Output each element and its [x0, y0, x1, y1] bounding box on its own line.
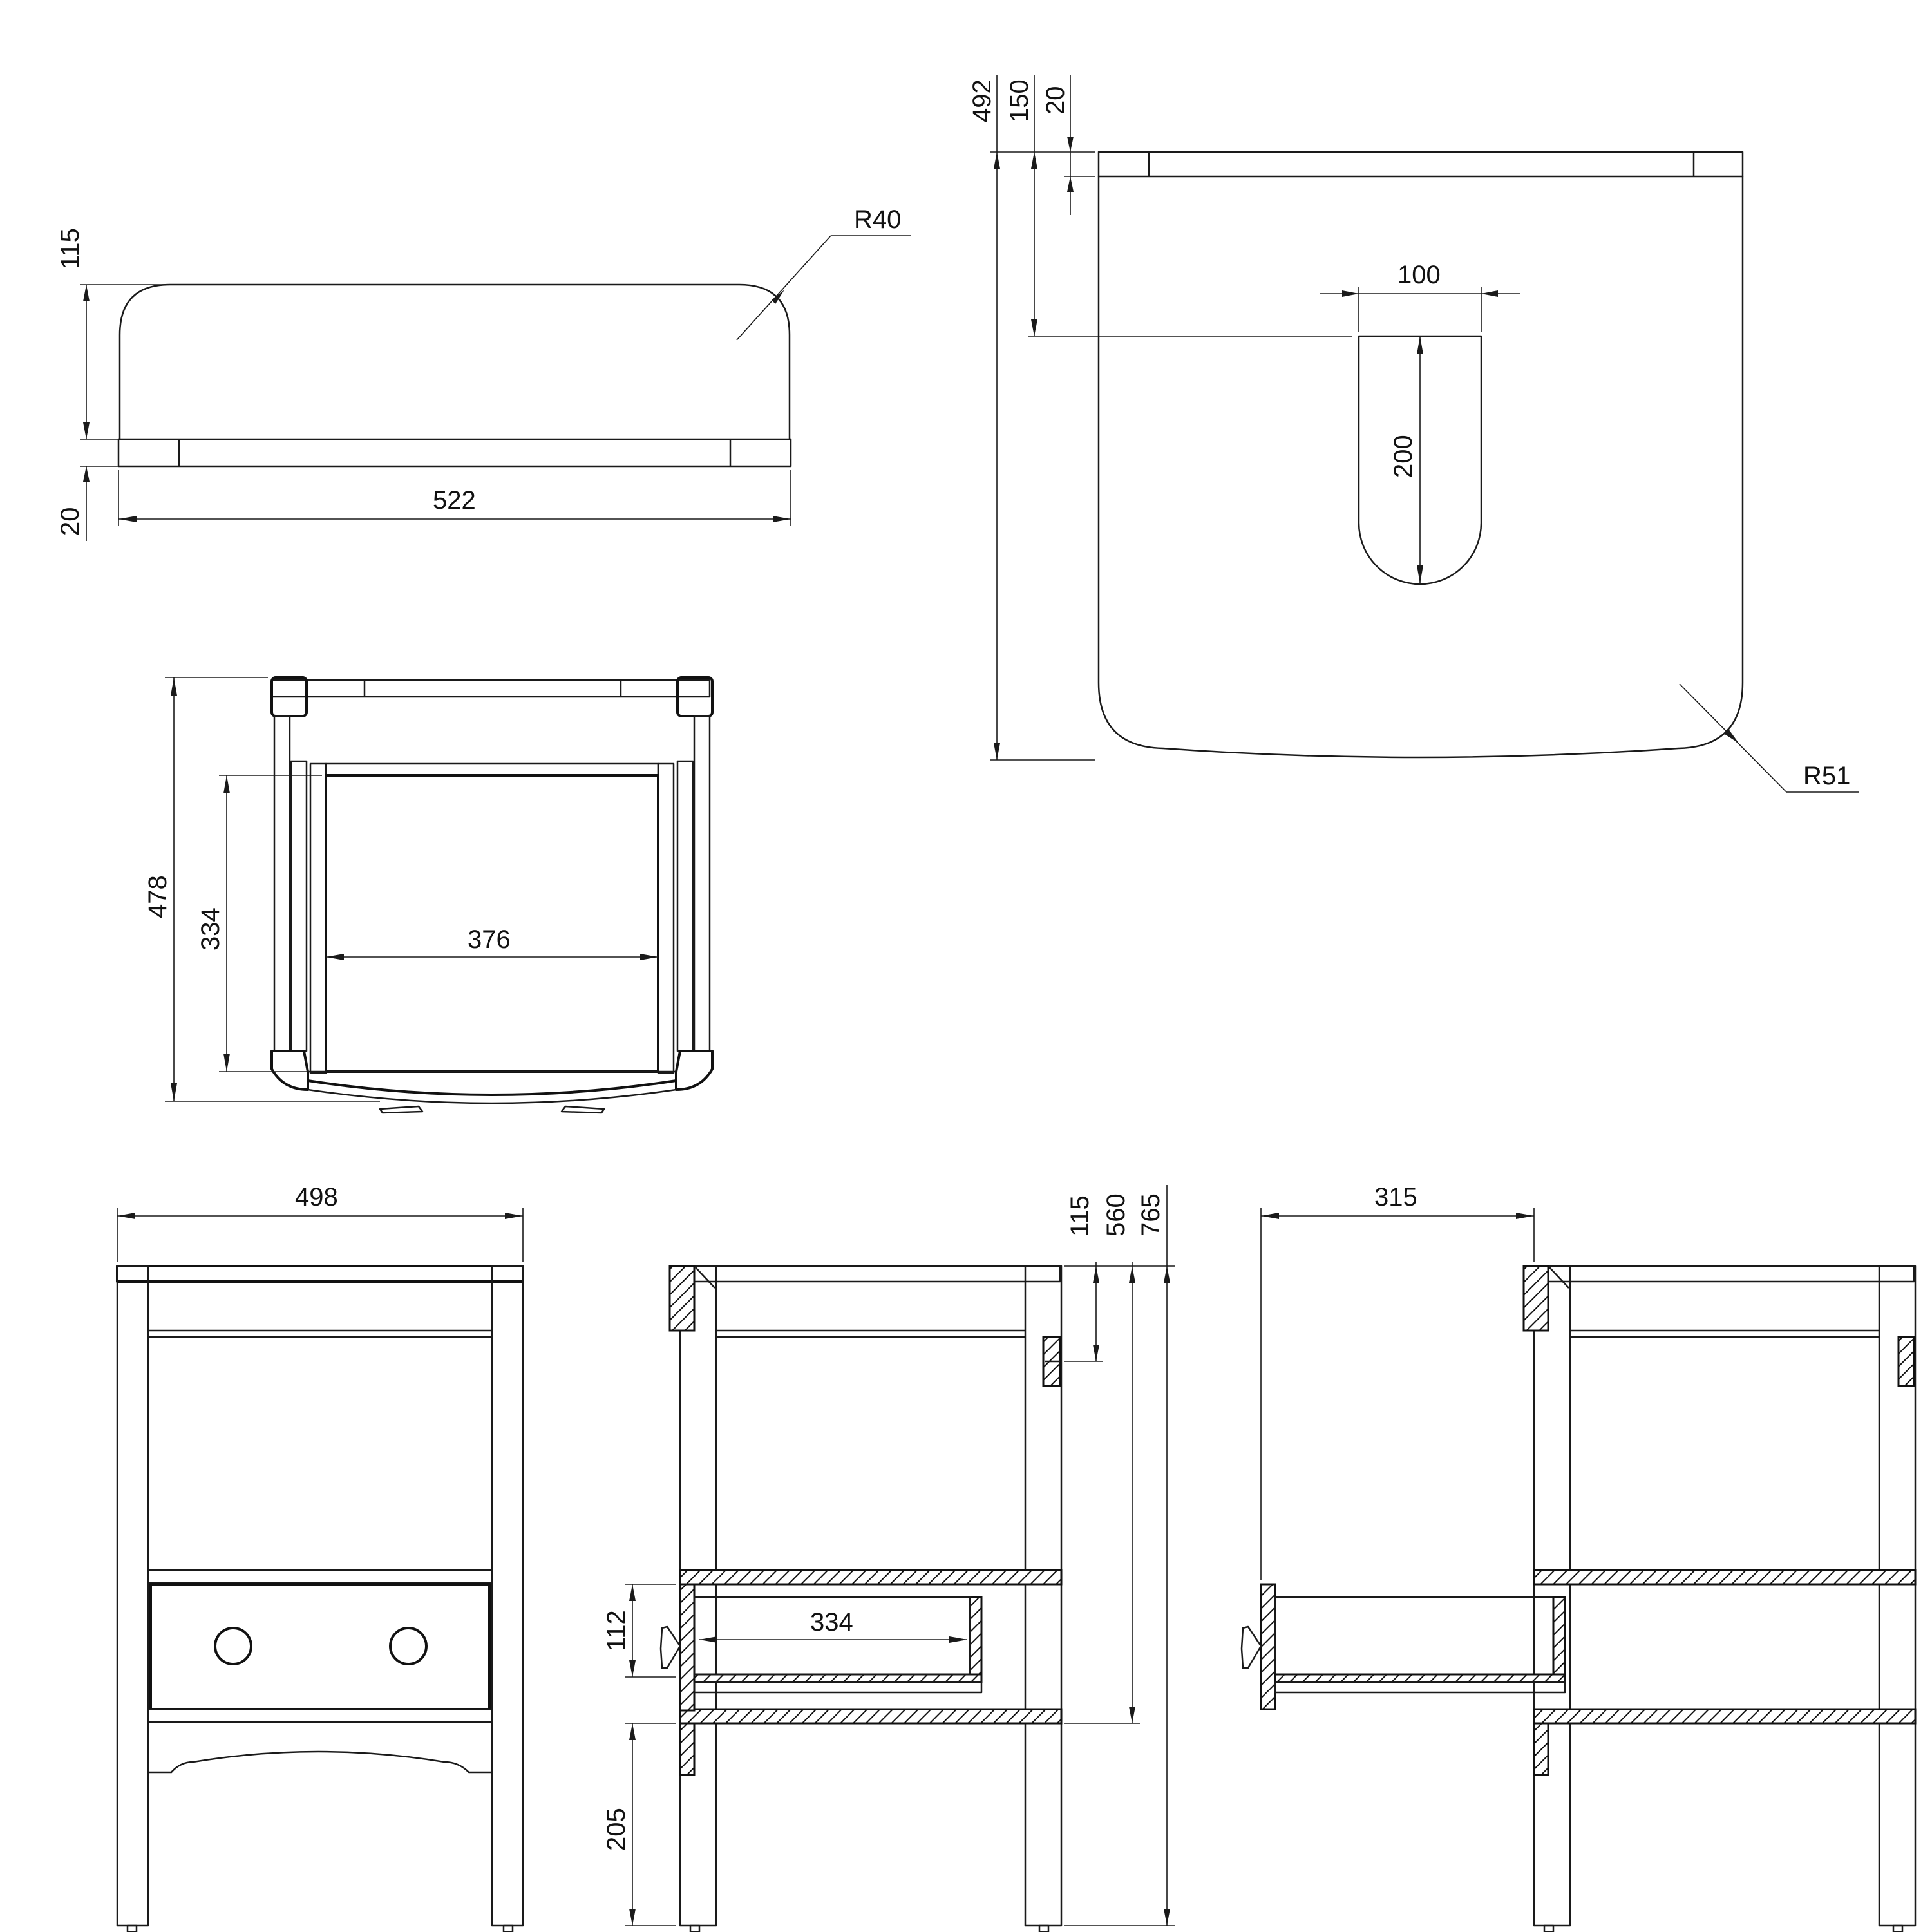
- cabinet-side-section: 334 112 205 115 560 765: [602, 1185, 1175, 1932]
- front-radius-label: R40: [854, 205, 901, 234]
- basin-front-view: R40 115 20 522: [56, 205, 911, 541]
- sect-drawer-height-112-label: 112: [602, 1610, 630, 1651]
- sect-765-label: 765: [1137, 1193, 1165, 1236]
- drawer-knob-left: [214, 1627, 252, 1665]
- cutout-width-100-label: 100: [1397, 261, 1441, 289]
- plan-inner-depth-334-label: 334: [196, 907, 225, 951]
- cutout-length-200-label: 200: [1389, 435, 1417, 478]
- basin-top-view: 100 200 492 150 20 R51: [968, 75, 1859, 793]
- front-width-522-label: 522: [433, 486, 476, 515]
- sect-115-label: 115: [1066, 1195, 1094, 1236]
- open-extension-315-label: 315: [1374, 1183, 1417, 1211]
- plan-inner-width-376-label: 376: [468, 925, 511, 954]
- plan-depth-478-label: 478: [144, 875, 172, 918]
- elev-width-498-label: 498: [295, 1183, 338, 1211]
- top-edge-20-label: 20: [1041, 86, 1070, 115]
- top-radius-label: R51: [1803, 762, 1850, 790]
- front-height-115-label: 115: [56, 228, 84, 269]
- cabinet-section-drawer-open: 315: [1240, 1183, 1917, 1932]
- sect-leg-height-205-label: 205: [602, 1808, 630, 1851]
- cabinet-front-view: 498: [116, 1183, 524, 1932]
- top-depth-492-label: 492: [968, 79, 996, 122]
- sect-drawer-depth-334-label: 334: [810, 1608, 853, 1636]
- sect-560-label: 560: [1102, 1193, 1130, 1236]
- cabinet-plan-view: 478 334 376: [144, 676, 714, 1114]
- drawer-knob-right: [389, 1627, 428, 1665]
- front-plinth-20-label: 20: [56, 507, 84, 536]
- cutout-offset-150-label: 150: [1005, 79, 1034, 122]
